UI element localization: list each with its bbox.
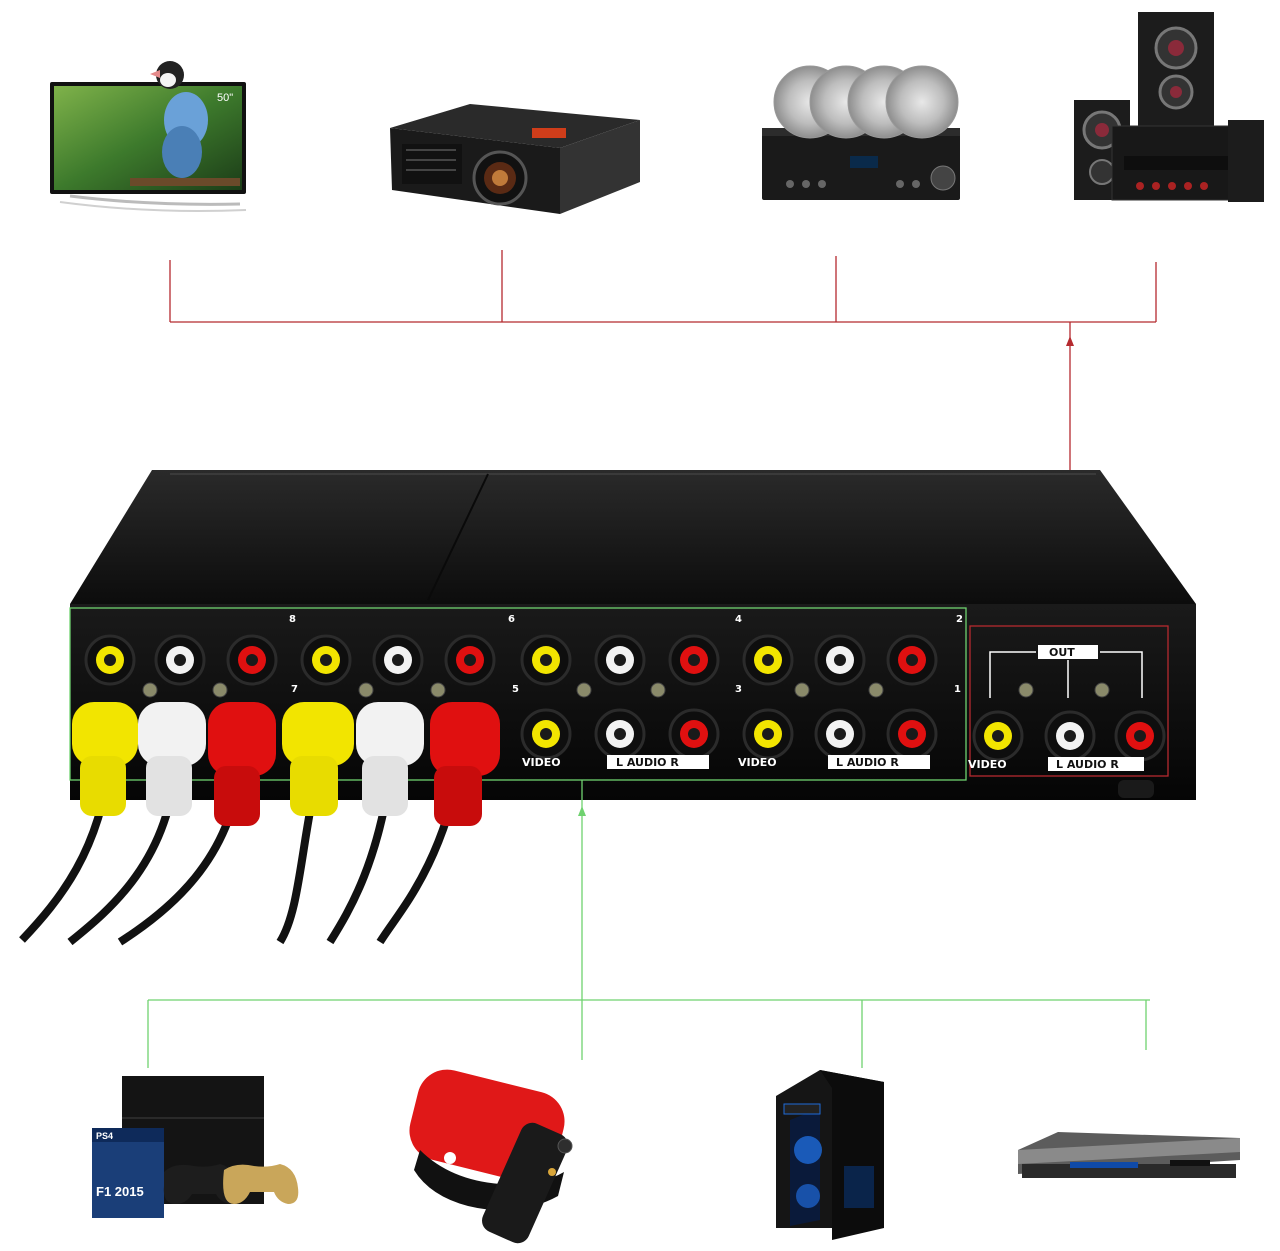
- input-1-label: 1: [954, 684, 961, 695]
- input-jack-top-7[interactable]: [520, 634, 572, 686]
- input-jack-top-6[interactable]: [444, 634, 496, 686]
- input-jack-top-8[interactable]: [594, 634, 646, 686]
- desktop-pc-tower: [776, 1070, 884, 1240]
- out-bracket: [989, 651, 1143, 698]
- output-jack-3[interactable]: [1114, 710, 1166, 762]
- input-2-label: 2: [956, 614, 963, 625]
- television: 50": [50, 61, 247, 212]
- input-jack-top-5[interactable]: [372, 634, 424, 686]
- screw: [794, 682, 810, 698]
- input-5-label: 5: [512, 684, 519, 695]
- amplifier-with-ceiling-speakers: [762, 65, 960, 200]
- yellow-plug-1: [72, 702, 138, 816]
- input-jack-top-9[interactable]: [668, 634, 720, 686]
- video-label-out: VIDEO: [968, 758, 1007, 771]
- input-jack-top-1[interactable]: [84, 634, 136, 686]
- input-7-label: 7: [291, 684, 298, 695]
- out-label: OUT: [1049, 646, 1075, 659]
- input-jack-bottom-3[interactable]: [668, 708, 720, 760]
- panel-labels: VIDEO L AUDIO R VIDEO L AUDIO R VIDEO L …: [522, 645, 1144, 771]
- screw: [358, 682, 374, 698]
- game-brand-label: PS4: [96, 1131, 113, 1141]
- input-3-label: 3: [735, 684, 742, 695]
- screw: [650, 682, 666, 698]
- audio-label-1: L AUDIO R: [616, 756, 679, 769]
- input-jack-top-3[interactable]: [226, 634, 278, 686]
- screw: [142, 682, 158, 698]
- audio-label-2: L AUDIO R: [836, 756, 899, 769]
- home-theater-speakers: [1074, 12, 1264, 202]
- screw: [868, 682, 884, 698]
- projector: [390, 104, 640, 214]
- rca-jacks: [84, 634, 1166, 762]
- input-jack-top-2[interactable]: [154, 634, 206, 686]
- input-jack-bottom-2[interactable]: [594, 708, 646, 760]
- input-area-frame: [69, 607, 967, 781]
- input-4-label: 4: [735, 614, 742, 625]
- input-jack-top-11[interactable]: [814, 634, 866, 686]
- input-jack-bottom-5[interactable]: [814, 708, 866, 760]
- tv-box-and-remote: [409, 1069, 573, 1244]
- dvd-player: [1018, 1132, 1240, 1178]
- input-jack-top-4[interactable]: [300, 634, 352, 686]
- input-port-labels: 8 6 4 2 7 5 3 1: [289, 614, 963, 695]
- output-jack-1[interactable]: [972, 710, 1024, 762]
- input-8-label: 8: [289, 614, 296, 625]
- screw: [1094, 682, 1110, 698]
- game-case: [92, 1128, 164, 1218]
- input-jack-bottom-6[interactable]: [886, 708, 938, 760]
- input-jack-top-10[interactable]: [742, 634, 794, 686]
- connected-cables: [19, 702, 500, 946]
- video-label-2: VIDEO: [738, 756, 777, 769]
- white-plug-1: [138, 702, 206, 816]
- video-label-1: VIDEO: [522, 756, 561, 769]
- input-jack-bottom-4[interactable]: [742, 708, 794, 760]
- input-jack-top-12[interactable]: [886, 634, 938, 686]
- white-plug-2: [356, 702, 424, 816]
- red-plug-1: [208, 702, 276, 826]
- input-connection-lines: [147, 780, 1150, 1068]
- screw: [1018, 682, 1034, 698]
- game-console: PS4 F1 2015: [92, 1076, 299, 1218]
- audio-label-out: L AUDIO R: [1056, 758, 1119, 771]
- screw: [212, 682, 228, 698]
- red-plug-2: [430, 702, 500, 826]
- input-jack-bottom-1[interactable]: [520, 708, 572, 760]
- game-title-label: F1 2015: [96, 1184, 144, 1199]
- screw: [430, 682, 446, 698]
- tv-size-label: 50": [217, 92, 233, 104]
- output-area-frame: [969, 625, 1169, 777]
- screw: [576, 682, 592, 698]
- yellow-plug-2: [282, 702, 354, 816]
- output-jack-2[interactable]: [1044, 710, 1096, 762]
- input-6-label: 6: [508, 614, 515, 625]
